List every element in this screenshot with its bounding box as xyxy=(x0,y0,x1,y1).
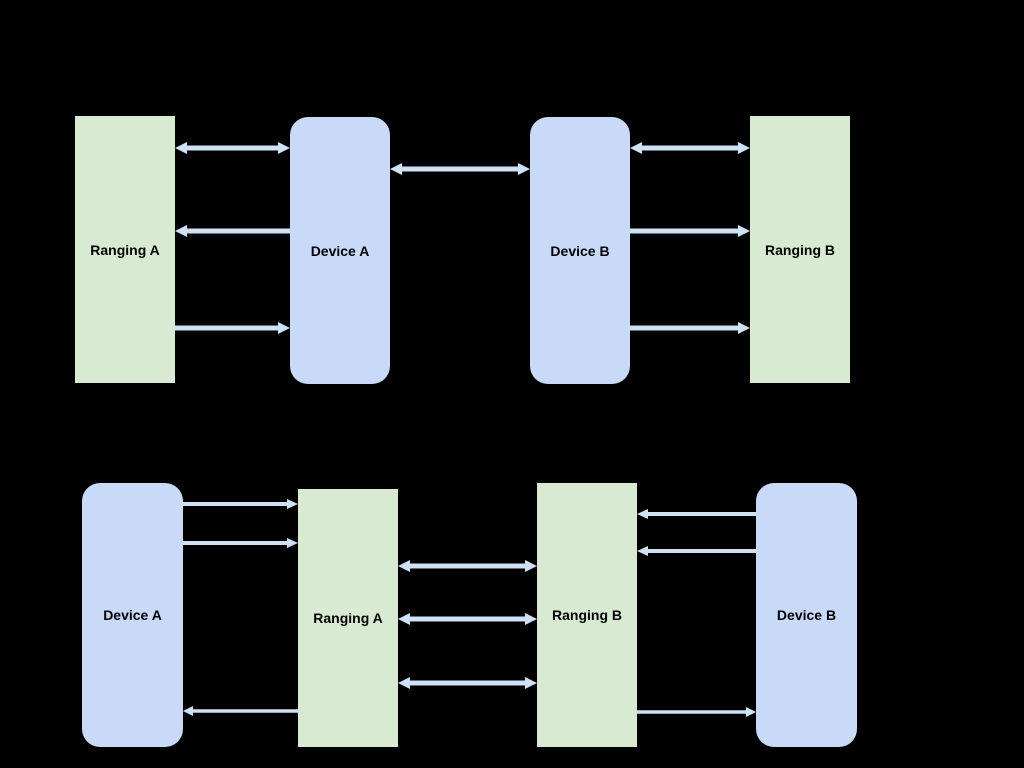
node-device-b-top: Device B xyxy=(530,117,630,384)
node-ranging-b-bottom: Ranging B xyxy=(537,483,637,747)
node-ranging-b-top: Ranging B xyxy=(750,116,850,383)
arrow-deviceB-rangingB-double-icon xyxy=(630,142,750,154)
node-device-a-bottom: Device A xyxy=(82,483,183,747)
arrow-rangingA-rangingB-double1-icon xyxy=(398,560,537,572)
arrow-rangingB-to-deviceB-bottom-icon xyxy=(637,707,756,717)
node-label: Ranging A xyxy=(313,610,383,626)
node-device-a-top: Device A xyxy=(290,117,390,384)
arrow-deviceA-deviceB-double-icon xyxy=(390,163,530,175)
node-label: Ranging A xyxy=(90,241,160,258)
node-device-b-bottom: Device B xyxy=(756,483,857,747)
arrow-deviceA-to-rangingA-1-icon xyxy=(183,499,298,509)
arrow-deviceB-to-rangingB-mid-icon xyxy=(630,225,750,237)
node-label: Device B xyxy=(776,607,837,623)
arrow-deviceB-to-rangingB-2-icon xyxy=(637,546,756,556)
node-label: Device A xyxy=(103,607,162,623)
arrow-rangingA-to-deviceA-icon xyxy=(175,322,290,334)
arrow-rangingA-deviceA-double-icon xyxy=(175,142,290,154)
arrow-deviceB-to-rangingB-1-icon xyxy=(637,509,756,519)
node-ranging-a-bottom: Ranging A xyxy=(298,489,398,747)
arrow-rangingA-rangingB-double2-icon xyxy=(398,613,537,625)
node-label: Device A xyxy=(310,242,370,259)
arrow-deviceA-to-rangingA-icon xyxy=(175,225,290,237)
arrow-rangingA-rangingB-double3-icon xyxy=(398,677,537,689)
node-label: Device B xyxy=(550,242,610,259)
node-label: Ranging B xyxy=(552,607,622,623)
arrow-deviceB-to-rangingB-low-icon xyxy=(630,322,750,334)
arrow-rangingA-to-deviceA-bottom-icon xyxy=(183,706,298,716)
node-label: Ranging B xyxy=(765,241,835,258)
arrow-deviceA-to-rangingA-2-icon xyxy=(183,538,298,548)
node-ranging-a-top: Ranging A xyxy=(75,116,175,383)
